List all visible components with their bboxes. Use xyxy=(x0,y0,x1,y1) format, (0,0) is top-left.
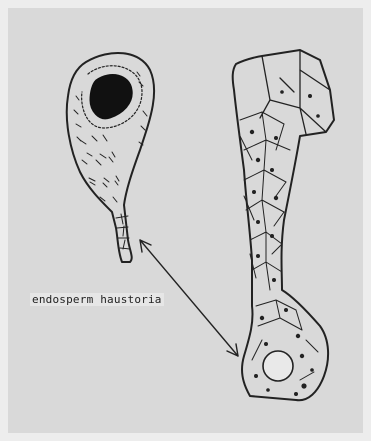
tube-nuclei xyxy=(250,90,320,282)
right-outline xyxy=(233,50,334,400)
left-haustorium xyxy=(67,53,154,262)
upper-cell-walls xyxy=(260,50,330,134)
right-haustorium xyxy=(233,50,334,400)
base-nucleus xyxy=(263,351,293,381)
dark-nucleus xyxy=(90,75,132,119)
diagram-label: endosperm haustoria xyxy=(30,293,164,306)
